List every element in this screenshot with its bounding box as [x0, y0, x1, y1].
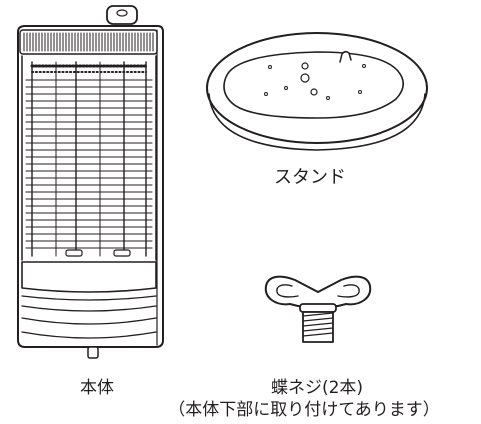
heater-base: [21, 261, 157, 339]
wing-screw-label: 蝶ネジ(2本): [270, 378, 364, 398]
heater-housing: [17, 25, 164, 348]
wing-screw-drawing: [264, 275, 372, 343]
heater-top-vent: [19, 29, 158, 55]
heater-bottom-peg: [87, 346, 99, 359]
heater-grille: [25, 61, 153, 257]
heater-body-drawing: [17, 5, 164, 359]
heater-top-knob: [106, 5, 138, 25]
wing-screw-note: （本体下部に取り付けてあります）: [168, 400, 440, 420]
stand-label: スタンド: [274, 167, 346, 188]
body-label: 本体: [80, 378, 114, 398]
stand-drawing: [206, 32, 428, 151]
